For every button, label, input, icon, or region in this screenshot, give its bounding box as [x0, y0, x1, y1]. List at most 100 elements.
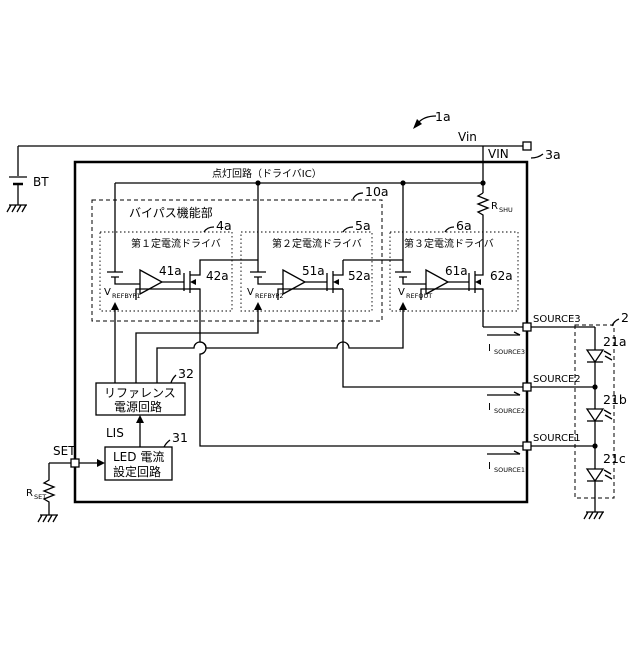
led-current-setting-ref-leader: [164, 440, 170, 447]
driver-1: 4a 第１定電流ドライバ V REFBYP1 41a 42a: [100, 218, 258, 336]
led-21c-icon: [587, 469, 612, 481]
reference-supply-line2: 電源回路: [114, 399, 162, 414]
source3-current-label: I: [488, 343, 491, 354]
lis-label: LIS: [106, 426, 124, 440]
source2-wire: [343, 289, 523, 387]
led-21a-rays: [604, 351, 612, 360]
set-pin: [71, 459, 79, 467]
led-21b-icon: [587, 409, 612, 421]
driver-2-ref-label: 5a: [355, 218, 371, 233]
rshu-subscript: SHU: [499, 206, 513, 214]
lis-arrow: [136, 415, 144, 423]
reference-supply-ref-label: 32: [178, 366, 194, 381]
junction-led-mid: [592, 384, 597, 389]
led-21b-rays: [604, 410, 612, 419]
led-module-ref-leader: [612, 319, 619, 326]
source2-current-label: I: [488, 402, 491, 413]
driver-2-amp-label: 51a: [302, 264, 325, 278]
led-21c-rays: [604, 470, 612, 479]
driver-2-vref-label: V: [247, 287, 254, 298]
vin-pin: [523, 142, 531, 150]
driver-1-ref-wire: [115, 277, 140, 284]
led-21a-icon: [587, 350, 612, 362]
ref-bus-1-arrow: [111, 302, 119, 310]
source1-pin: [523, 442, 531, 450]
junction-supply-vin: [480, 180, 485, 185]
driver-2-fet-label: 52a: [348, 269, 371, 283]
rset-ground-icon: [38, 515, 58, 522]
led-21b-body: [587, 409, 603, 421]
driver-1-fet-arrow: [190, 279, 196, 285]
driver-1-ref-leader: [204, 227, 214, 232]
source2-current-subscript: SOURCE2: [494, 407, 525, 415]
ic-ref-label: 3a: [545, 147, 561, 162]
driver-1-title: 第１定電流ドライバ: [131, 237, 221, 250]
driver-2-fet-arrow: [333, 279, 339, 285]
led-ground-icon: [584, 512, 604, 519]
ref-bus-2-arrow: [254, 302, 262, 310]
source1-current-subscript: SOURCE1: [494, 466, 525, 474]
battery-label: BT: [33, 175, 49, 189]
driver-1-fet-icon: [184, 264, 200, 336]
led-current-setting-ref-label: 31: [172, 430, 188, 445]
source3-current-subscript: SOURCE3: [494, 348, 525, 356]
set-arrow: [97, 459, 105, 467]
driver-2-ref-source-icon: [250, 272, 266, 277]
driver-2-fet-icon: [327, 260, 343, 293]
set-pin-label: SET: [53, 444, 76, 458]
led-module-ref-label: 2: [621, 310, 629, 325]
led-current-setting-line2: 設定回路: [113, 464, 161, 479]
driver-1-fet-label: 42a: [206, 269, 229, 283]
led-21c-body: [587, 469, 603, 481]
rset-subscript: SET: [34, 493, 46, 501]
system-ref-leader: [418, 116, 436, 123]
source2-pin-label: SOURCE2: [533, 374, 581, 385]
driver-1-amp-label: 41a: [159, 264, 182, 278]
ic-title: 点灯回路（ドライバIC）: [212, 167, 322, 180]
bypass-title: バイパス機能部: [129, 205, 213, 220]
source3-output: SOURCE3 I SOURCE3: [487, 314, 581, 356]
driver-1-ref-source-icon: [107, 272, 123, 277]
bypass-ref-label: 10a: [365, 184, 389, 199]
driver-3-ref-label: 6a: [456, 218, 472, 233]
driver-3-title: 第３定電流ドライバ: [404, 237, 494, 250]
system-reference: 1a: [413, 109, 451, 129]
junction-led-low: [592, 443, 597, 448]
reference-supply-line1: リファレンス: [104, 386, 176, 400]
bypass-ref-leader: [353, 193, 363, 199]
driver-2-ref-leader: [343, 227, 353, 232]
driver-2-ref-wire: [258, 277, 283, 284]
driver-2: 5a 第２定電流ドライバ V REFBYP2 51a 52a: [241, 218, 403, 311]
source3-pin: [523, 323, 531, 331]
ref-bus-3-arrow: [399, 302, 407, 310]
driver-2-vref-subscript: REFBYP2: [255, 292, 284, 300]
source1-output: SOURCE1 I SOURCE1: [487, 433, 581, 474]
rshu-label: R: [491, 201, 498, 212]
led-21c-label: 21c: [603, 451, 626, 466]
driver-3-fet-icon: [469, 260, 483, 327]
driver-3: 6a 第３定電流ドライバ V REFOUT 61a 62a: [390, 218, 518, 327]
led-21a-body: [587, 350, 603, 362]
led-21a-label: 21a: [603, 334, 627, 349]
vin-line-label: Vin: [458, 130, 477, 144]
source1-wire: [200, 336, 523, 446]
driver-1-ref-label: 4a: [216, 218, 232, 233]
ic-ref-leader: [531, 154, 543, 158]
source3-pin-label: SOURCE3: [533, 314, 581, 325]
reference-supply-ref-leader: [171, 375, 176, 383]
driver-3-ref-leader: [445, 227, 454, 232]
battery-ground-icon: [7, 205, 27, 212]
junction-supply-3: [400, 180, 405, 185]
source1-pin-label: SOURCE1: [533, 433, 581, 444]
driver-3-fet-label: 62a: [490, 269, 513, 283]
source1-current-label: I: [488, 461, 491, 472]
driver-3-amp-label: 61a: [445, 264, 468, 278]
driver-3-vref-label: V: [398, 287, 405, 298]
driver-2-title: 第２定電流ドライバ: [272, 237, 362, 250]
led-current-setting-line1: LED 電流: [113, 450, 164, 464]
junction-supply-2: [255, 180, 260, 185]
driver-1-drain-link: [200, 260, 258, 264]
rset-label: R: [26, 488, 33, 499]
